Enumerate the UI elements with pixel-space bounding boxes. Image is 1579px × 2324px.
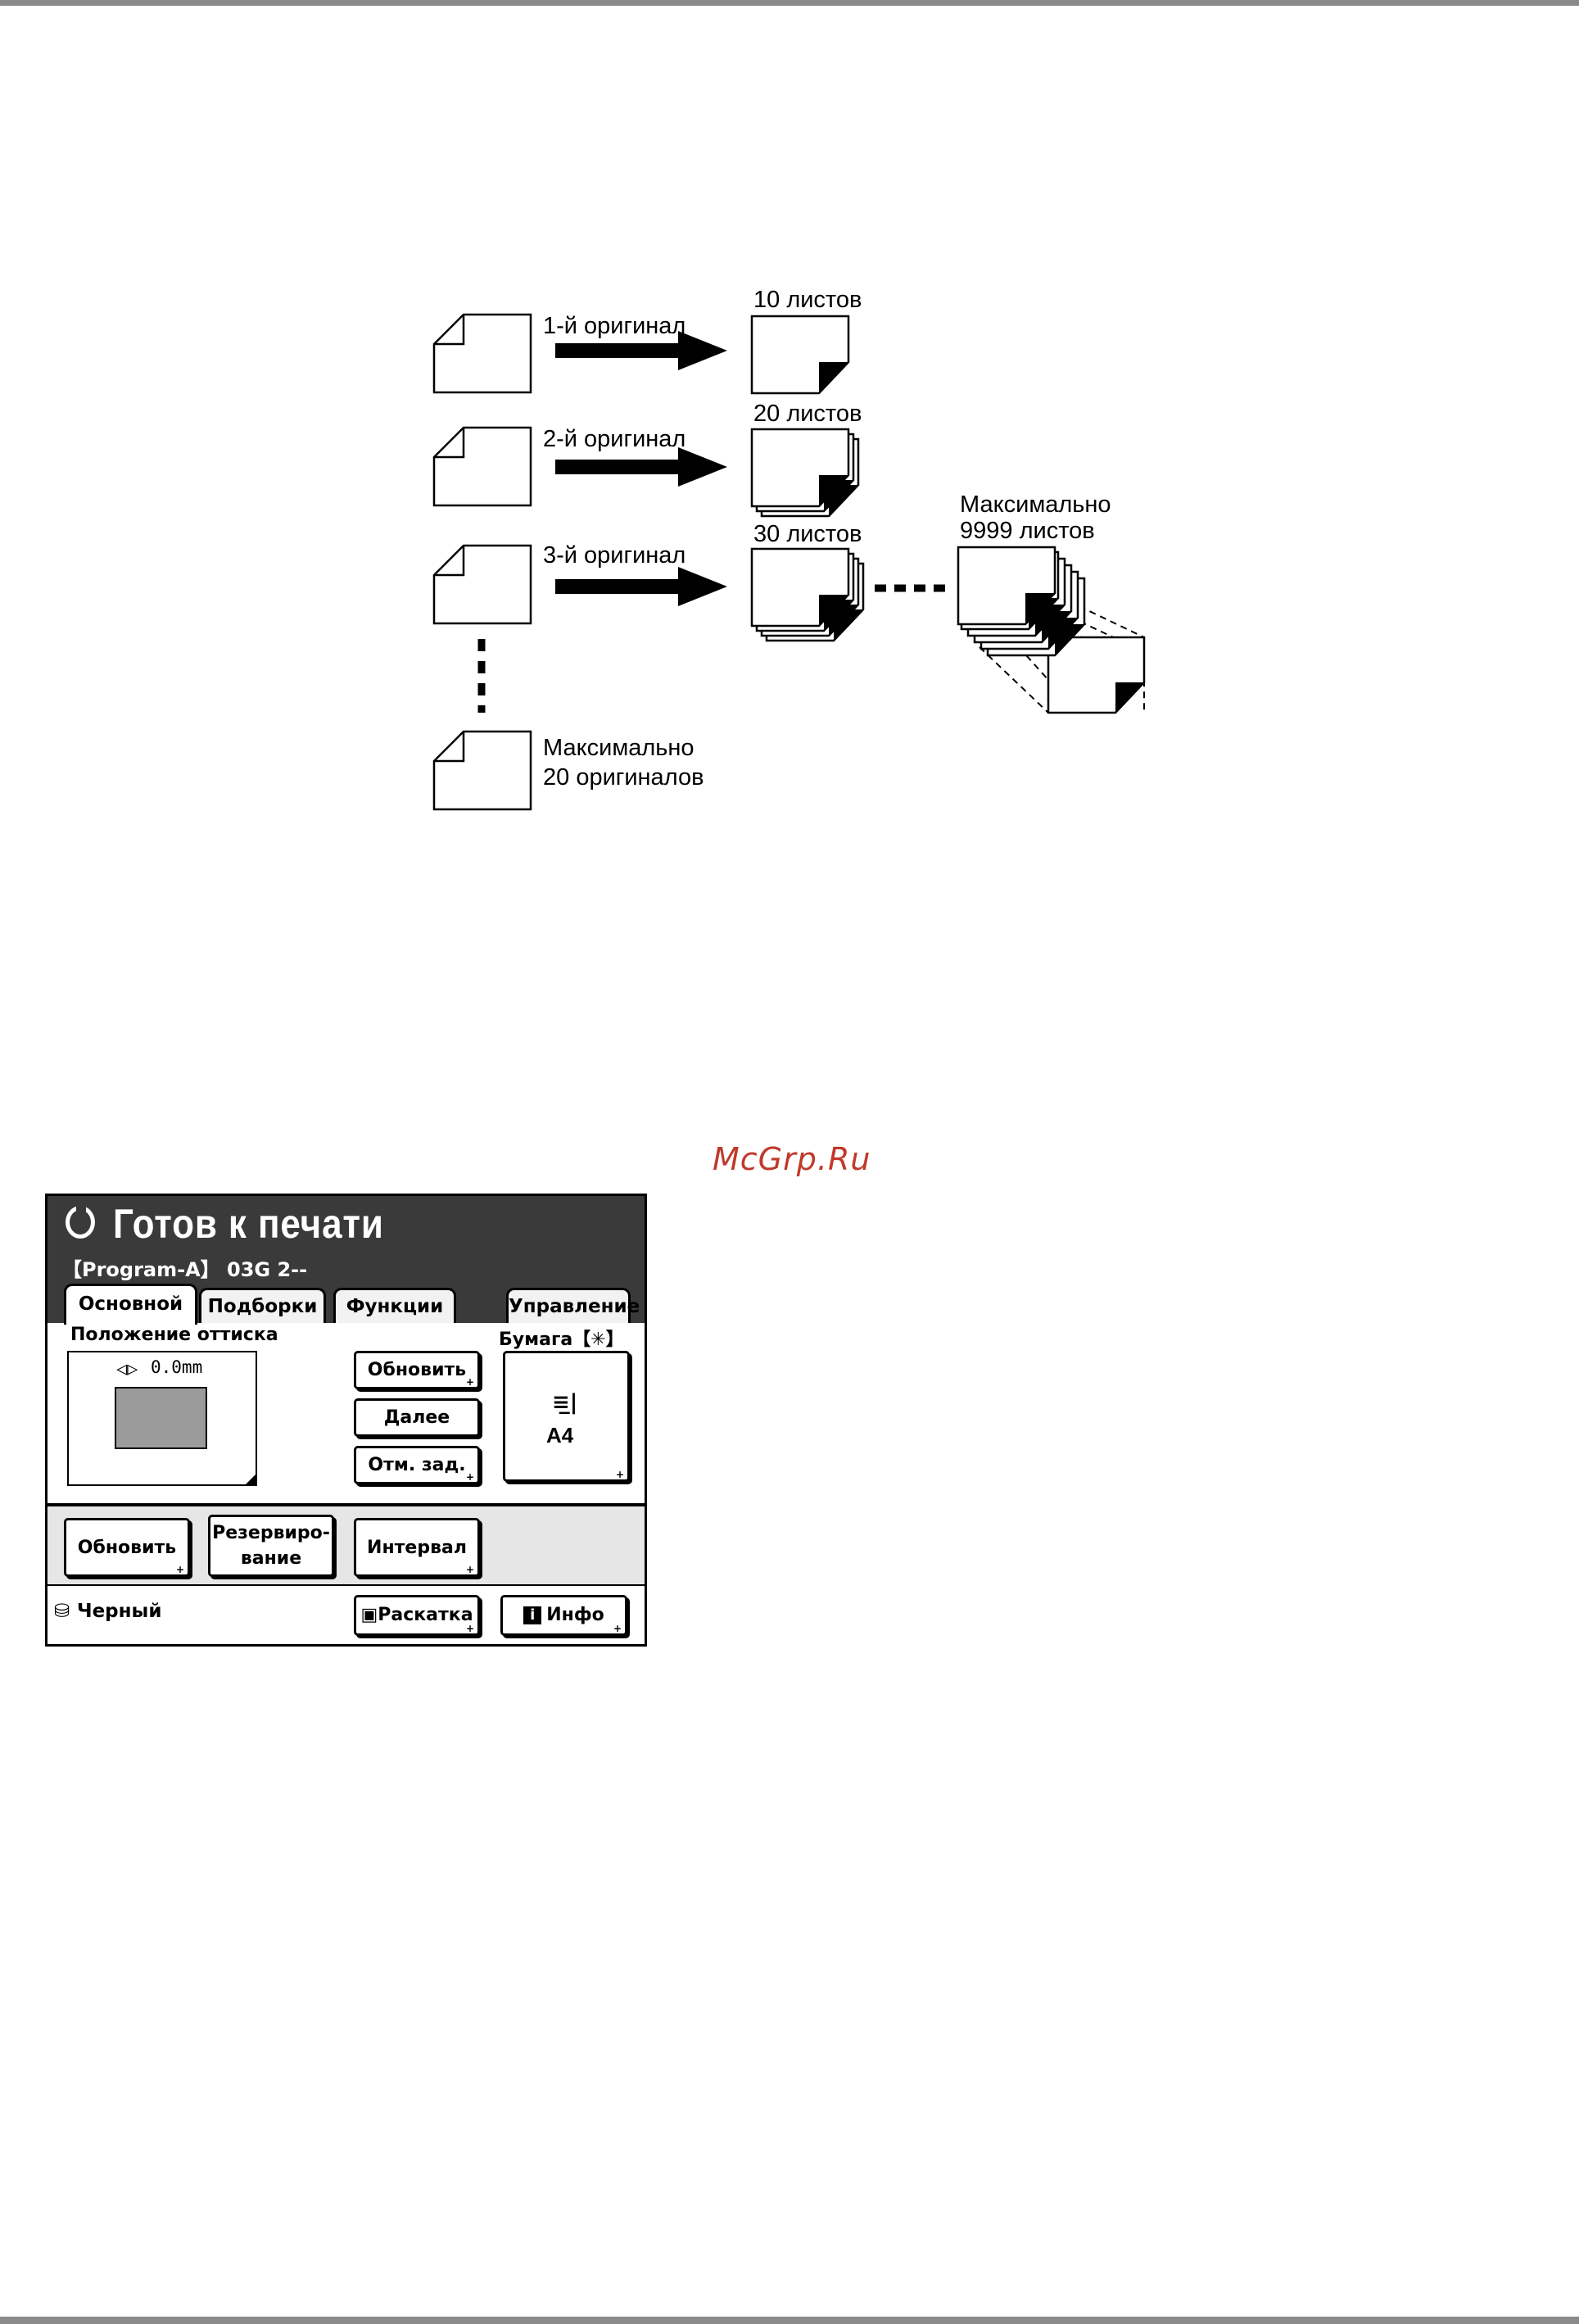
original-2-icon (432, 426, 532, 507)
watermark: McGrp.Ru (713, 1141, 871, 1177)
copies-1-stack (750, 315, 850, 395)
page-fold-icon (244, 1473, 257, 1486)
tab-basic[interactable]: Основной (64, 1284, 197, 1325)
tab-admin[interactable]: Управление (506, 1288, 640, 1323)
copies-3-stack (750, 547, 865, 642)
interval-button[interactable]: Интервал+ (354, 1518, 480, 1577)
footer-divider (48, 1584, 645, 1586)
horizontal-shift-icon: ◁▷ (116, 1359, 138, 1379)
paper-button[interactable]: ≡̲| A4 + (503, 1351, 630, 1482)
original-3-icon (432, 544, 532, 625)
refresh-button-label: Обновить (367, 1360, 467, 1380)
printer-control-panel: Готов к печати 【Program-A】 03G 2-- Основ… (45, 1194, 647, 1647)
max-copies-stack (957, 546, 1146, 714)
cancel-job-button[interactable]: Отм. зад.+ (354, 1446, 480, 1484)
original-max-icon (432, 730, 532, 811)
section-divider (48, 1503, 645, 1506)
info-label: Инфо (546, 1605, 604, 1625)
info-icon: i (523, 1606, 542, 1624)
ink-drum-icon: ⛁ (54, 1601, 70, 1622)
reserve-button[interactable]: Резервиро- вание (208, 1515, 334, 1577)
copies-2-stack (750, 428, 860, 518)
max-copies-label-2: 9999 листов (960, 518, 1095, 544)
collation-diagram: 1-й оригинал 2-й оригинал 3-й оригинал 1… (432, 287, 1146, 811)
paper-label: Бумага【✳】 (499, 1325, 624, 1351)
original-1-label: 1-й оригинал (543, 313, 685, 339)
next-button[interactable]: Далее (354, 1398, 480, 1437)
paper-size: A4 (546, 1423, 574, 1447)
original-2-label: 2-й оригинал (543, 426, 685, 452)
interval-button-label: Интервал (367, 1538, 467, 1558)
copies-2-label: 20 листов (753, 401, 862, 427)
reserve-button-label: Резервиро- вание (212, 1523, 330, 1569)
copies-1-label: 10 листов (753, 287, 862, 313)
image-area (115, 1387, 207, 1449)
bottom-rule (0, 2317, 1579, 2324)
idling-label: Раскатка (378, 1605, 473, 1625)
position-readout: 0.0mm (151, 1357, 203, 1377)
ink-status: ⛁ Черный (54, 1601, 161, 1622)
paper-tray-icon: ≡̲| (552, 1390, 578, 1415)
tab-collation[interactable]: Подборки (199, 1288, 326, 1323)
top-rule (0, 0, 1579, 6)
original-3-label: 3-й оригинал (543, 542, 685, 569)
max-originals-label-1: Максимально (543, 735, 694, 761)
arrow-2 (555, 447, 727, 487)
idling-button[interactable]: ▣Раскатка+ (354, 1595, 480, 1636)
paper-label-text: Бумага (499, 1330, 573, 1350)
panel-header: Готов к печати 【Program-A】 03G 2-- Основ… (48, 1196, 645, 1325)
copies-3-label: 30 листов (753, 521, 862, 547)
tab-functions[interactable]: Функции (333, 1288, 456, 1323)
original-1-icon (432, 313, 532, 394)
refresh-main-button[interactable]: Обновить+ (64, 1518, 190, 1577)
quick-actions-row: Обновить+ Резервиро- вание Интервал+ (48, 1506, 645, 1584)
ready-status-icon (66, 1203, 95, 1239)
cancel-job-button-label: Отм. зад. (368, 1455, 466, 1475)
refresh-button[interactable]: Обновить+ (354, 1351, 480, 1389)
job-info: 【Program-A】 03G 2-- (62, 1258, 308, 1281)
idling-icon: ▣ (360, 1605, 378, 1625)
refresh-main-label: Обновить (77, 1538, 177, 1558)
arrow-3 (555, 567, 727, 606)
max-originals-label-2: 20 оригиналов (543, 764, 704, 791)
print-position-preview[interactable]: ◁▷ 0.0mm (67, 1351, 257, 1486)
paper-auto-mark: 【✳】 (572, 1330, 624, 1350)
status-title: Готов к печати (113, 1201, 384, 1247)
ink-color-label: Черный (77, 1601, 162, 1622)
next-button-label: Далее (383, 1407, 450, 1428)
max-copies-label-1: Максимально (960, 492, 1111, 518)
print-position-label: Положение оттиска (70, 1325, 278, 1345)
